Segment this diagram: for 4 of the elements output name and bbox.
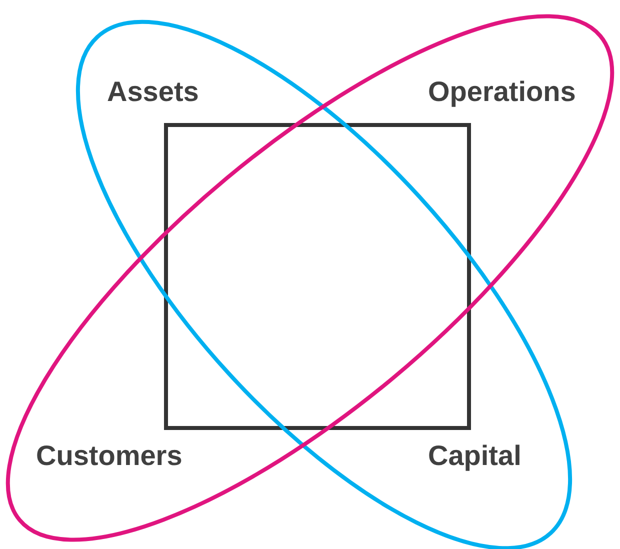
quadrant-label: Customers	[36, 440, 182, 472]
quadrant-label: Operations	[428, 76, 576, 108]
quadrant-label: Capital	[428, 440, 522, 472]
quadrant-label: Assets	[107, 76, 199, 108]
